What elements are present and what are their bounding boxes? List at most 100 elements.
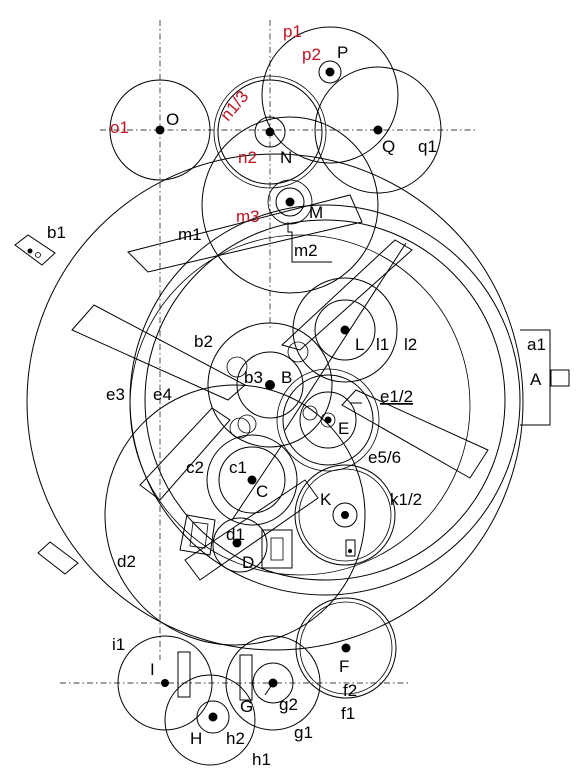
label-A: A	[530, 370, 542, 389]
label-l1: l1	[376, 335, 389, 354]
middle-gears	[179, 242, 407, 573]
label-m3: m3	[236, 207, 260, 226]
gear-e-planet	[302, 405, 318, 421]
m2-leader	[287, 222, 332, 263]
gear-d1	[212, 517, 268, 573]
label-f2: f2	[343, 681, 357, 700]
arbor-m	[285, 197, 295, 207]
k-slot	[345, 539, 356, 557]
main-frame	[26, 153, 524, 651]
gear-q1	[314, 66, 442, 194]
bottom-gears	[117, 597, 397, 766]
a-crank	[550, 369, 570, 387]
gear-n2	[254, 116, 286, 148]
side-attachments	[14, 234, 570, 575]
l-arm	[284, 242, 407, 431]
label-M: M	[309, 203, 323, 222]
gear-b-planet-1	[226, 356, 248, 378]
label-b3: b3	[244, 368, 263, 387]
spoke-d	[184, 479, 319, 581]
gear-inner-ring	[129, 234, 471, 576]
label-C: C	[256, 482, 268, 501]
spoke-m	[127, 194, 363, 273]
label-d2: d2	[117, 552, 136, 571]
gear-l2	[314, 299, 376, 361]
d-plate-left-inner	[189, 521, 209, 549]
label-m1: m1	[178, 225, 202, 244]
gear-b2	[207, 322, 333, 448]
gear-f2	[299, 601, 393, 695]
label-e56: e5/6	[368, 448, 401, 467]
arbor-e	[324, 416, 332, 424]
gear-e6	[320, 412, 336, 428]
label-o1: o1	[110, 118, 129, 137]
b1-bracket	[14, 234, 56, 266]
gear-e3	[129, 204, 521, 596]
gear-c1	[218, 446, 286, 514]
gear-m3	[275, 187, 305, 217]
label-H: H	[190, 729, 202, 748]
label-i1: i1	[112, 635, 125, 654]
gear-f1	[295, 597, 397, 699]
gear-l1	[292, 277, 398, 383]
gear-b-planet-2	[287, 341, 309, 363]
label-F: F	[339, 657, 349, 676]
gear-d2	[104, 384, 366, 646]
d-plate-left	[179, 514, 216, 556]
gear-p1	[261, 26, 399, 164]
arbor-d	[232, 538, 242, 548]
gear-c-planet	[237, 414, 257, 434]
label-c1: c1	[229, 458, 247, 477]
arbor-dots	[155, 67, 383, 722]
gear-e1	[282, 374, 374, 466]
i-bar	[177, 651, 191, 698]
spoke-e3	[71, 304, 246, 401]
label-B: B	[281, 368, 292, 387]
label-E: E	[338, 419, 349, 438]
label-D: D	[242, 553, 254, 572]
gear-i1	[117, 635, 213, 731]
label-k12: k1/2	[390, 490, 422, 509]
spoke-l	[281, 239, 413, 351]
label-b2: b2	[194, 332, 213, 351]
gear-c2	[206, 434, 298, 526]
label-L: L	[355, 335, 364, 354]
arbor-o	[155, 125, 165, 135]
label-g1: g1	[294, 723, 313, 742]
label-O: O	[166, 110, 179, 129]
label-l2: l2	[404, 335, 417, 354]
gear-o1	[109, 79, 211, 181]
gear-b1	[26, 153, 524, 651]
gear-e2	[276, 368, 380, 472]
c-arm	[231, 444, 283, 521]
gear-h2	[196, 700, 230, 734]
gear-e4	[144, 219, 506, 581]
label-f1: f1	[341, 704, 355, 723]
gear-e5	[299, 391, 357, 449]
label-P: P	[337, 43, 348, 62]
label-q1: q1	[418, 137, 437, 156]
gear-n3	[213, 75, 327, 189]
b1-hole	[35, 252, 41, 258]
a1-bracket	[520, 329, 551, 426]
spoke-arms	[71, 194, 489, 581]
arbor-h	[208, 712, 218, 722]
label-h2: h2	[226, 729, 245, 748]
k-slot-pin	[348, 549, 352, 553]
arbor-n	[265, 127, 275, 137]
g-bar	[239, 654, 253, 701]
gear-n1	[217, 79, 323, 185]
gear-g1	[225, 635, 321, 731]
top-gears	[109, 26, 442, 294]
gear-m1	[201, 116, 379, 294]
label-b1: b1	[47, 223, 66, 242]
label-d1: d1	[226, 525, 245, 544]
arbor-p	[325, 67, 335, 77]
spoke-c	[139, 407, 231, 501]
label-e4: e4	[153, 385, 172, 404]
label-p2: p2	[302, 45, 321, 64]
gear-m3-outer	[267, 179, 313, 225]
label-I: I	[150, 660, 155, 679]
gear-g2	[252, 662, 294, 704]
